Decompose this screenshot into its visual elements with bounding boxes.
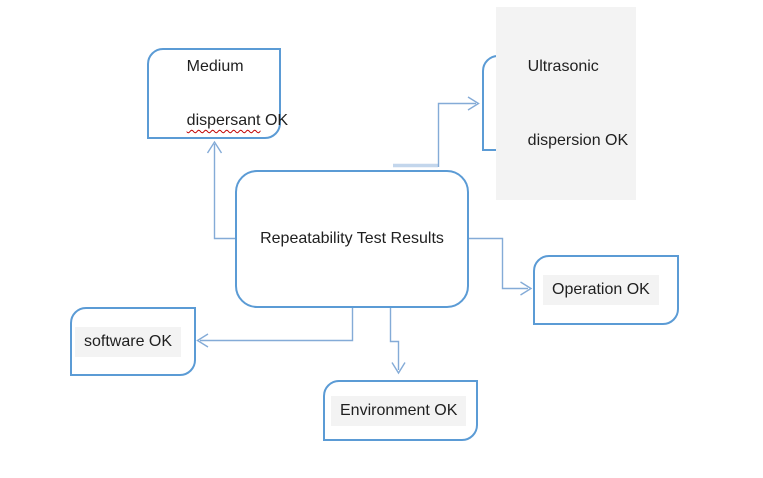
node-label: Repeatability Test Results [260, 230, 444, 247]
node-label: Operation OK [543, 275, 659, 305]
connector-line [389, 307, 400, 370]
connector-to-medium-dispersant[interactable] [206, 140, 236, 240]
node-label: Environment OK [331, 395, 467, 426]
arrowhead-down-icon [391, 362, 406, 375]
arrowhead-left-icon [196, 333, 209, 348]
arrowhead-right-icon [467, 96, 480, 111]
arrowhead-up-icon [206, 140, 223, 154]
connector-to-ultrasonic-dispersion[interactable] [393, 96, 480, 168]
node-environment[interactable]: Environment OK [323, 380, 478, 441]
arrowhead-right-icon [520, 281, 533, 296]
node-operation[interactable]: Operation OK [533, 255, 679, 325]
connector-line [468, 237, 528, 290]
node-label: software OK [75, 326, 182, 357]
connector-to-software[interactable] [196, 307, 354, 348]
node-label: Medium dispersant OK [149, 26, 288, 161]
medium-line2-rest: OK [260, 112, 289, 129]
medium-line1: Medium [186, 58, 244, 75]
connector-to-environment[interactable] [389, 307, 406, 375]
spellchecked-word: dispersant [186, 112, 261, 129]
node-software[interactable]: software OK [70, 307, 196, 376]
node-ultrasonic-dispersion[interactable]: Ultrasonic dispersion OK [482, 6, 637, 200]
connector-line [200, 307, 354, 342]
node-label: Ultrasonic dispersion OK [496, 6, 637, 200]
node-repeatability-test-results[interactable]: Repeatability Test Results [235, 170, 469, 308]
connector-line [213, 144, 235, 240]
ultrasonic-line1: Ultrasonic [527, 57, 599, 75]
connector-line [437, 102, 476, 167]
node-medium-dispersant[interactable]: Medium dispersant OK [147, 48, 288, 139]
ultrasonic-line2: dispersion OK [527, 131, 629, 149]
connector-to-operation[interactable] [468, 237, 533, 296]
